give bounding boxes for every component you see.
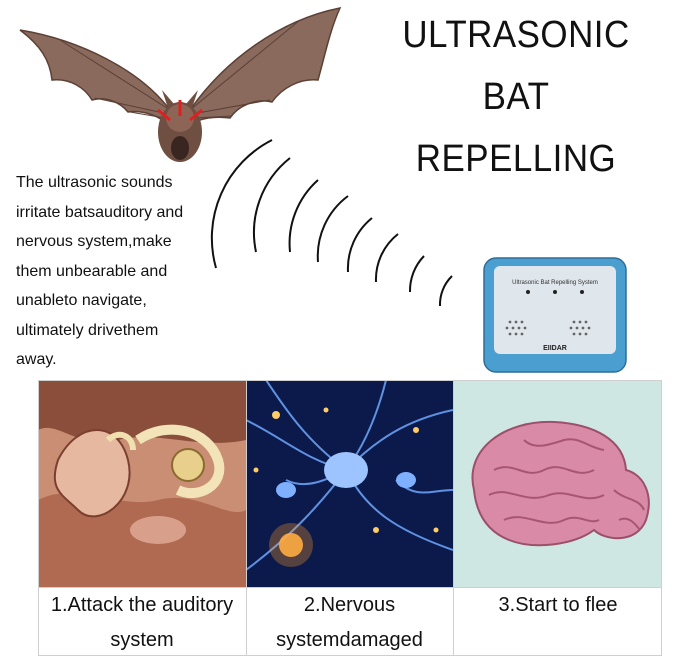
divider: [246, 380, 247, 656]
brain-image: [454, 380, 662, 587]
sound-waves: [210, 139, 453, 307]
divider: [38, 587, 662, 588]
title-line-2: REPELLING: [415, 138, 617, 180]
arrow-icon: [157, 100, 203, 122]
divider: [453, 380, 454, 656]
device-brand: EIIDAR: [543, 345, 567, 352]
ear-anatomy-image: [38, 380, 246, 587]
repeller-device: Ultrasonic Bat Repelling System EIIDAR: [483, 257, 627, 373]
step-2-caption: 2.Nervous systemdamaged: [276, 594, 423, 651]
speaker-grille-right-icon: [569, 320, 591, 336]
page-title: ULTRASONIC BAT REPELLING: [369, 4, 663, 190]
bat-scene: Ultrasonic Bat Repelling System EIIDAR: [19, 6, 627, 373]
bat-illustration: [19, 6, 342, 162]
title-line-1: ULTRASONIC BAT: [402, 14, 630, 118]
step-1-caption: 1.Attack the auditory system: [50, 594, 234, 651]
neuron-network-image: [246, 380, 453, 587]
step-3-caption: 3.Start to flee: [498, 594, 618, 616]
description-text: The ultrasonic sounds irritate batsaudit…: [16, 174, 184, 368]
device-label: Ultrasonic Bat Repelling System: [512, 280, 598, 286]
speaker-grille-left-icon: [505, 320, 527, 336]
